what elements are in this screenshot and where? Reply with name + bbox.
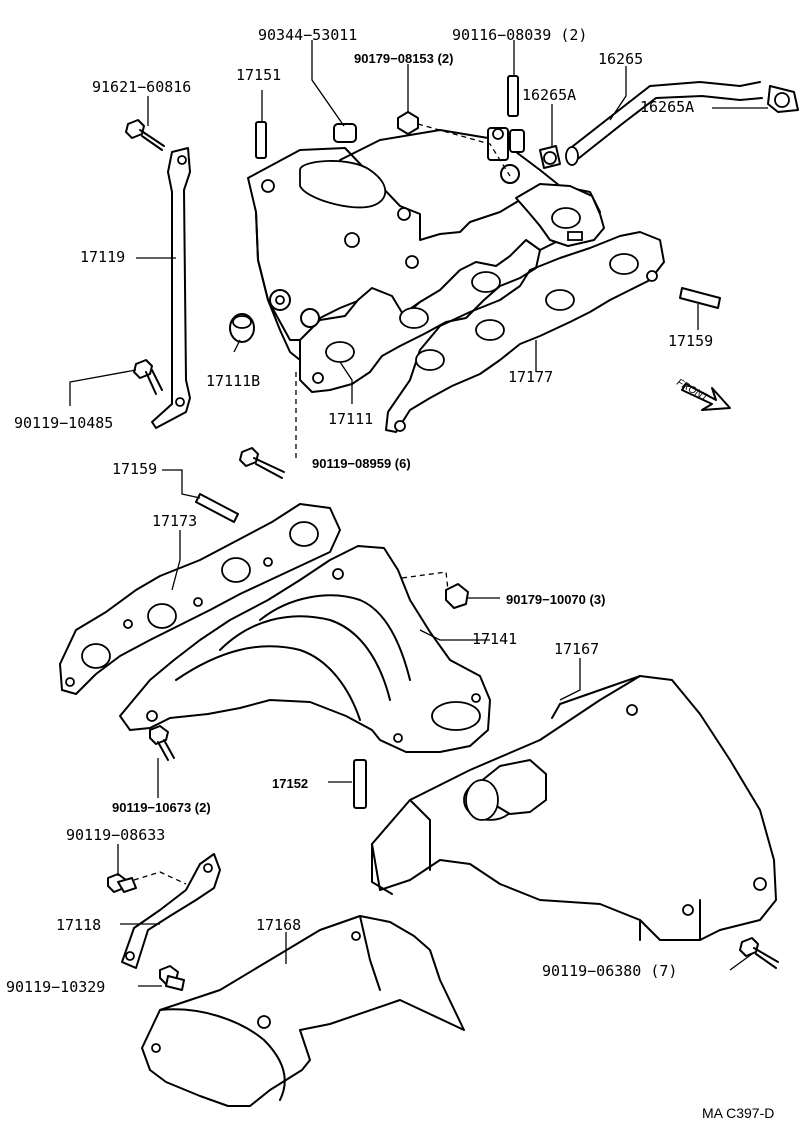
label-16265a-right: 16265A [640,98,694,116]
exhaust-manifold-17141 [119,545,491,753]
stud-17151 [255,121,267,159]
label-17151: 17151 [236,66,281,84]
bolt-90119-08959 [239,447,285,479]
label-17141: 17141 [472,630,517,648]
leader-lines [69,40,768,987]
bolt-90119-10673 [149,725,175,761]
label-90116-08039: 90116−08039 (2) [452,26,587,44]
label-17152: 17152 [272,776,308,791]
manifold-stay-17119 [151,147,191,429]
bolt-90119-06380 [739,937,779,969]
label-90179-10070: 90179−10070 (3) [506,592,605,607]
heat-insulator-17168 [141,915,465,1107]
front-label: FRONT [675,377,711,404]
nut-90179-08153 [397,111,419,135]
bolt-90119-08633 [107,873,137,893]
label-17168: 17168 [256,916,301,934]
label-90119-08633: 90119−08633 [66,826,165,844]
label-90119-06380: 90119−06380 (7) [542,962,677,980]
label-90119-08959: 90119−08959 (6) [312,456,411,471]
label-17167: 17167 [554,640,599,658]
diagram-code: MA C397-D [702,1105,774,1121]
label-90179-08153: 90179−08153 (2) [354,51,453,66]
label-17177: 17177 [508,368,553,386]
stud-17159-upper [679,287,721,309]
nut-90179-10070 [445,583,469,609]
hose-16265 [539,81,799,169]
gasket-17173 [59,503,341,695]
plug-90344-53011 [333,123,357,143]
label-16265a-left: 16265A [522,86,576,104]
label-17119: 17119 [80,248,125,266]
label-17111b: 17111B [206,372,260,390]
part-labels: 90344−53011 90116−08039 (2) 90179−08153 … [6,26,774,1121]
label-17118: 17118 [56,916,101,934]
stud-17159-lower [195,493,239,523]
bolt-91621-60816 [125,119,165,151]
label-91621-60816: 91621−60816 [92,78,191,96]
label-17111: 17111 [328,410,373,428]
label-17159-lower: 17159 [112,460,157,478]
front-arrow-icon [681,383,731,411]
bolt-90119-10329 [159,965,185,991]
stud-90116-08039 [507,75,519,117]
label-90119-10673: 90119−10673 (2) [112,800,211,815]
label-90119-10329: 90119−10329 [6,978,105,996]
label-90344-53011: 90344−53011 [258,26,357,44]
heat-insulator-17167 [371,675,777,941]
gasket-17177 [385,231,665,433]
bolt-90119-10485 [133,359,163,395]
manifold-stay-17118 [121,853,221,969]
label-17173: 17173 [152,512,197,530]
plug-17111b [229,313,255,343]
label-90119-10485: 90119−10485 [14,414,113,432]
label-16265: 16265 [598,50,643,68]
label-17159-upper: 17159 [668,332,713,350]
stud-17152 [353,759,367,809]
intake-manifold-17111 [247,127,605,393]
